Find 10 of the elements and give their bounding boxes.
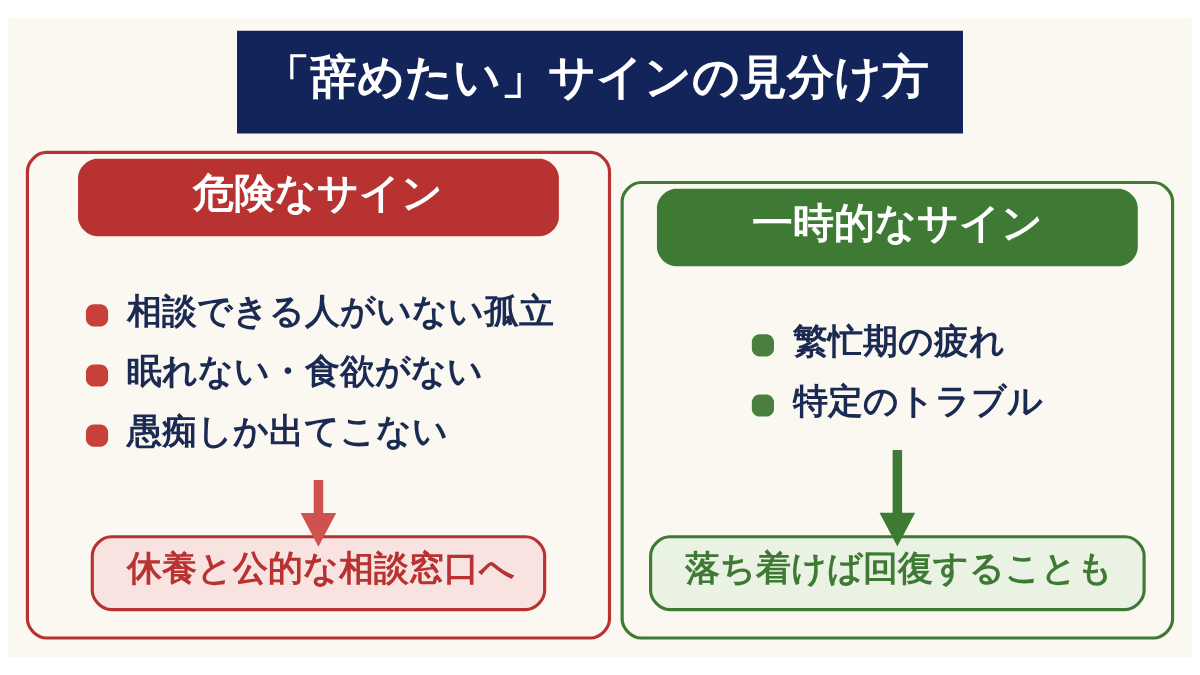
node-label: 特定のトラブル [792,380,1043,421]
node-box: 休養と公的な相談窓口へ [90,535,547,612]
arrow [879,450,916,547]
node-label: 繁忙期の疲れ [792,320,1005,361]
arrow [300,480,337,547]
node-box: 落ち着けば回復することも [649,535,1146,612]
diagram-title: 「辞めたい」サインの見分け方 [263,49,930,105]
node-label: 眠れない・食欲がない [127,350,484,391]
node-label: 愚痴しか出てこない [127,410,449,451]
node-label: 相談できる人がいない孤立 [127,290,555,331]
